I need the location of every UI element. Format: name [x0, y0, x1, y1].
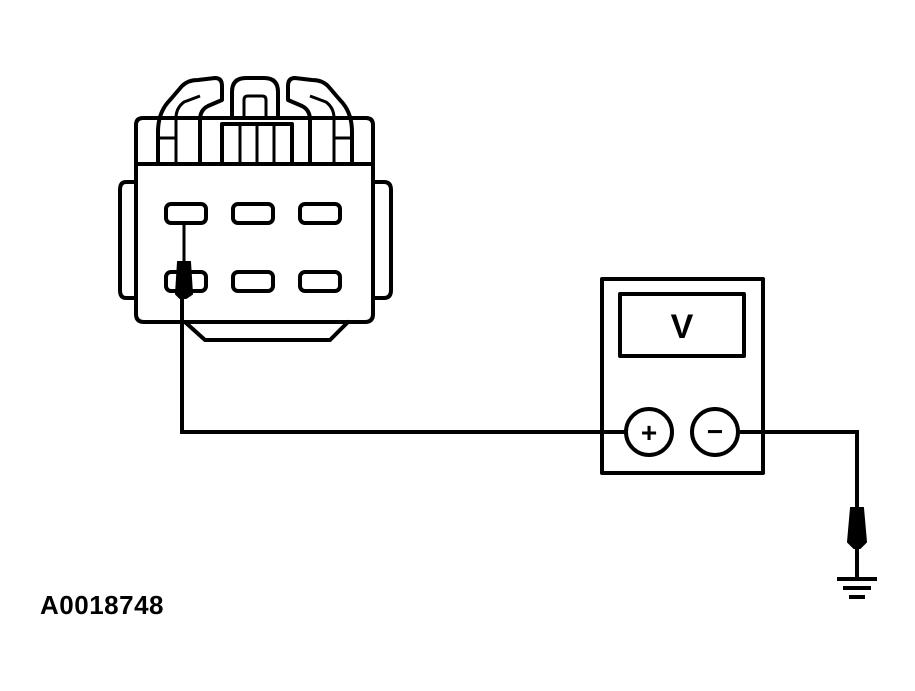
voltmeter-body	[600, 277, 765, 475]
ground-icon	[837, 577, 877, 599]
connector-body	[134, 116, 375, 324]
positive-terminal	[624, 407, 674, 457]
connector-right-ear	[372, 180, 393, 300]
pin-cavity-5	[231, 270, 275, 293]
pin-cavity-1	[164, 202, 208, 225]
negative-terminal	[690, 407, 740, 457]
pin-cavity-2	[231, 202, 275, 225]
connector-right-latch	[286, 76, 354, 166]
pin-cavity-3	[298, 202, 342, 225]
connector-left-latch-inner	[158, 94, 201, 164]
pin-cavity-6	[298, 270, 342, 293]
negative-lead-wire	[740, 430, 859, 510]
connector-pin-cavities	[164, 202, 342, 293]
connector-left-latch	[156, 76, 224, 166]
figure-id-label: A0018748	[40, 590, 164, 620]
connector-right-latch-inner	[309, 94, 352, 164]
connector-lock-tab-inner	[242, 94, 268, 118]
connector	[118, 76, 393, 342]
voltmeter-display-symbol: V	[671, 308, 694, 346]
positive-terminal-symbol: +	[641, 417, 657, 448]
negative-terminal-symbol: −	[707, 416, 723, 447]
positive-lead-wire	[180, 296, 626, 434]
voltmeter: V + −	[600, 277, 765, 475]
connector-bottom-skirt	[183, 320, 350, 342]
back-probe-tip	[174, 261, 194, 299]
ground-probe	[846, 507, 868, 549]
connector-lock-tab	[230, 76, 280, 120]
connector-left-ear	[118, 180, 138, 300]
voltmeter-display	[618, 292, 746, 358]
